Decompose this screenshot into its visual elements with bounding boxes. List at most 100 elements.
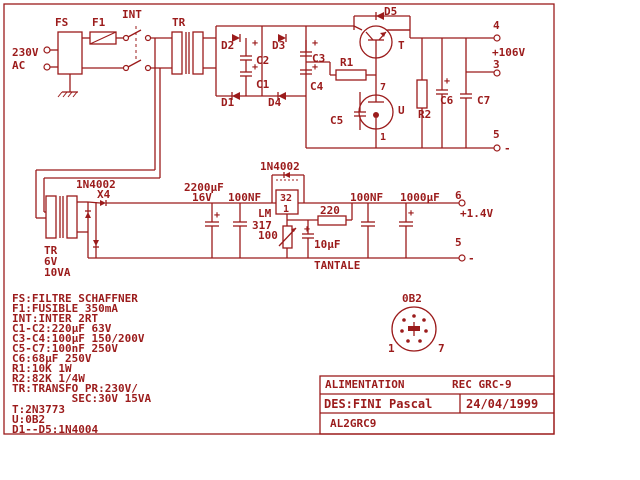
c3-plus-sign: +: [312, 38, 318, 49]
schaffner-filter: FS: [55, 16, 83, 98]
c1-label: C1: [256, 78, 270, 91]
c-2200uf-plus: +: [214, 210, 220, 221]
c6-plus-sign: +: [444, 76, 450, 87]
terminal-5b-label: 5: [455, 236, 462, 249]
aux-feed-wires: [35, 38, 161, 219]
drawing-border: [3, 3, 555, 435]
c-10uf-label: 10µF: [314, 238, 341, 251]
c7-label: C7: [477, 94, 490, 107]
regulator-number: 317: [252, 219, 272, 232]
d4-label: D4: [268, 96, 282, 109]
c6-label: C6: [440, 94, 454, 107]
legend-line: D1--D5:1N4004: [12, 423, 98, 436]
terminal-4-label: 4: [493, 19, 500, 32]
legend-line: R1:10K 1W: [12, 362, 72, 375]
c-100nf-b-label: 100NF: [350, 191, 383, 204]
title-block-designer: DES:FINI Pascal: [324, 397, 432, 411]
terminal-6: [458, 199, 466, 207]
mains-input: 230V AC: [12, 46, 58, 72]
d3-label: D3: [272, 39, 285, 52]
int-label: INT: [122, 8, 142, 21]
output-main-voltage: +106V: [492, 46, 525, 59]
output-low-minus: -: [468, 252, 475, 265]
legend-line: FS:FILTRE SCHAFFNER: [12, 292, 138, 305]
legend-line: INT:INTER 2RT: [12, 312, 98, 325]
tube-pinout-title: 0B2: [402, 292, 422, 305]
title-block-reference: REC GRC-9: [452, 378, 512, 391]
parts-legend: FS:FILTRE SCHAFFNER F1:FUSIBLE 350mA INT…: [12, 292, 151, 436]
c2-label: C2: [256, 54, 269, 67]
legend-line: F1:FUSIBLE 350mA: [12, 302, 118, 315]
title-block: ALIMENTATION REC GRC-9 DES:FINI Pascal 2…: [319, 375, 555, 435]
transistor-t-icon: [359, 25, 393, 76]
tube-pinout: 0B2 1 7: [388, 292, 445, 355]
series-regulator: D5 T R1 U 7 1: [306, 5, 494, 149]
tantale-label: TANTALE: [314, 259, 360, 272]
low-voltage-supply: TR 6V 10VA 1N4002 X4 2200µF 16V + 100N: [44, 160, 493, 279]
tr-label: TR: [172, 16, 186, 29]
output-terminals-hv: 4 +106V 3 5 -: [492, 19, 525, 155]
d1-label: D1: [221, 96, 235, 109]
output-minus-sign: -: [504, 142, 511, 155]
diode-d4-icon: [277, 92, 286, 100]
legend-line: SEC:30V 15VA: [12, 392, 151, 405]
c5-label: C5: [330, 114, 343, 127]
legend-line: C3-C4:100µF 150/200V: [12, 332, 145, 345]
legend-line: C5-C7:100nF 250V: [12, 342, 118, 355]
t-label: T: [398, 39, 405, 52]
pot-100-label: 100: [258, 229, 278, 242]
regulator-label: LM: [258, 207, 272, 220]
legend-line: C6:68µF 250V: [12, 352, 92, 365]
terminal-4: [493, 34, 501, 42]
regulator-diode-label: 1N4002: [260, 160, 300, 173]
c-100nf-a-label: 100NF: [228, 191, 261, 204]
diode-d1-icon: [231, 92, 240, 100]
d2-label: D2: [221, 39, 234, 52]
fuse-f1: F1: [82, 16, 124, 69]
title-block-title: ALIMENTATION: [325, 378, 404, 391]
bridge-diode-icon: [85, 200, 107, 248]
bridge-rectifier: D2 D3 D1 D4 + C2 + C1 + C3 + C4: [215, 25, 354, 148]
tube-socket-icon: [391, 306, 437, 352]
diode-d3-icon: [278, 34, 287, 42]
c-2200uf-voltage: 16V: [192, 191, 212, 204]
ground-icon: [57, 91, 78, 98]
c-10uf-plus: +: [304, 224, 310, 235]
u-pin1-label: 1: [380, 132, 386, 143]
r-220-label: 220: [320, 204, 340, 217]
d5-label: D5: [384, 5, 397, 18]
fs-label: FS: [55, 16, 68, 29]
c-1000uf-plus: +: [408, 208, 414, 219]
r1-label: R1: [340, 56, 354, 69]
diode-d5-icon: [375, 12, 384, 20]
legend-line: T:2N3773: [12, 403, 65, 416]
terminal-3-label: 3: [493, 58, 500, 71]
legend-line: C1-C2:220µF 63V: [12, 322, 112, 335]
c-2200uf-value: 2200µF: [184, 181, 224, 194]
terminal-5-label: 5: [493, 128, 500, 141]
c4-plus-sign: +: [312, 62, 318, 73]
r2-label: R2: [418, 108, 431, 121]
input-terminal-top: [43, 46, 51, 54]
lower-tr-voltage: 6V: [44, 255, 58, 268]
terminal-5b: [458, 254, 466, 262]
legend-line: TR:TRANSFO PR:230V/: [12, 382, 138, 395]
title-block-file: AL2GRC9: [330, 417, 376, 430]
c-1000uf-label: 1000µF: [400, 191, 440, 204]
lower-tr-label: TR: [44, 244, 58, 257]
c1-plus-sign: +: [252, 62, 258, 73]
c2-plus-sign: +: [252, 38, 258, 49]
title-block-date: 24/04/1999: [466, 397, 538, 411]
output-low-voltage: +1.4V: [460, 207, 493, 220]
regulator-pin-top: 32: [280, 193, 292, 204]
terminal-5: [493, 144, 501, 152]
bridge-diode-count: X4: [97, 188, 111, 201]
u-pin7-label: 7: [380, 82, 386, 93]
input-terminal-bottom: [43, 63, 51, 71]
f1-label: F1: [92, 16, 106, 29]
tube-pin-1-label: 1: [388, 342, 395, 355]
transformer-tr: TR: [171, 16, 216, 75]
legend-line: U:0B2: [12, 413, 45, 426]
input-type-label: AC: [12, 59, 25, 72]
